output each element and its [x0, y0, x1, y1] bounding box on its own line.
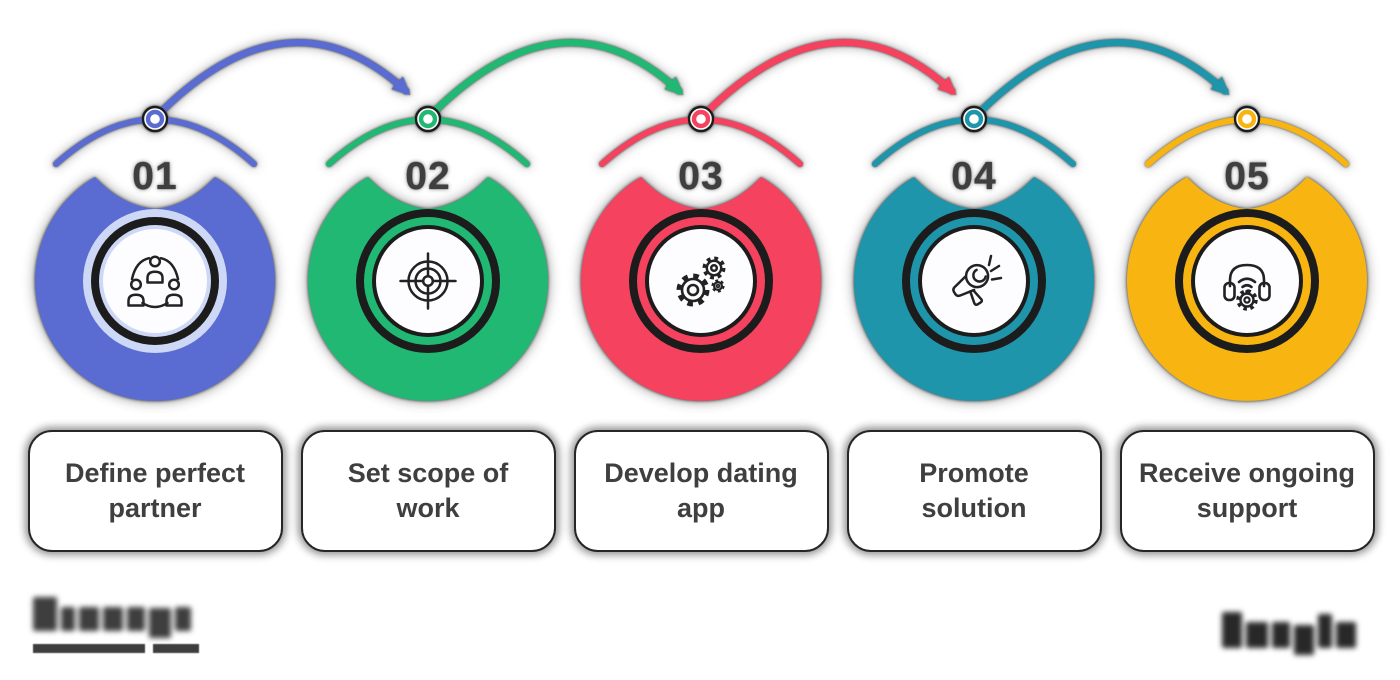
- step-label-card: Define perfect partner: [27, 430, 283, 552]
- step-number: 04: [951, 155, 997, 198]
- step-label: Define perfect partner: [64, 458, 246, 523]
- step-label: Set scope of work: [347, 458, 509, 523]
- step-number: 03: [678, 155, 724, 198]
- wordmark-blurred: [1222, 612, 1356, 655]
- process-step: 01: [30, 152, 280, 402]
- step-disc: [1127, 177, 1367, 401]
- step-label: Receive ongoing support: [1138, 458, 1356, 523]
- step-number: 02: [405, 155, 451, 198]
- process-step: 05: [1122, 152, 1372, 402]
- step-label: Promote solution: [919, 458, 1029, 523]
- step-node-ring: [418, 109, 438, 129]
- step-disc: [35, 177, 276, 401]
- connector-arrow: [979, 39, 1229, 113]
- step-label-card: Develop dating app: [573, 430, 829, 552]
- process-step: 02: [303, 152, 553, 402]
- step-label-card: Set scope of work: [300, 430, 556, 552]
- step-label-card: Promote solution: [846, 430, 1102, 552]
- step-disc: [854, 177, 1094, 401]
- step-disc: [581, 177, 821, 401]
- connector-arrowhead: [937, 76, 957, 96]
- step-disc: [308, 177, 548, 401]
- step-label: Develop dating app: [604, 458, 798, 523]
- step-node-ring: [1237, 109, 1257, 129]
- logo-word-blurred: [33, 597, 203, 638]
- step-node-ring: [691, 109, 711, 129]
- inner-circle: [922, 229, 1026, 333]
- process-step: 04: [849, 152, 1099, 402]
- brand-wordmark-redacted: [1222, 612, 1356, 655]
- step-number: 01: [132, 155, 178, 198]
- connector-arrowhead: [1210, 76, 1230, 96]
- step-node-ring: [964, 109, 984, 129]
- connector-arrow: [706, 39, 956, 113]
- arcs-layer: [53, 39, 1349, 167]
- logo-underline: [33, 644, 199, 653]
- connector-arrowhead: [664, 76, 684, 96]
- connector-arrow: [160, 39, 410, 113]
- inner-circle: [376, 229, 480, 333]
- connector-arrowhead: [391, 76, 411, 96]
- inner-circle: [103, 229, 207, 333]
- inner-circle: [1195, 229, 1299, 333]
- company-logo-redacted: [33, 597, 203, 653]
- connector-arrow: [433, 39, 683, 113]
- step-label-card: Receive ongoing support: [1119, 430, 1375, 552]
- step-node-ring: [145, 109, 165, 129]
- step-number: 05: [1224, 155, 1270, 198]
- process-step: 03: [576, 152, 826, 402]
